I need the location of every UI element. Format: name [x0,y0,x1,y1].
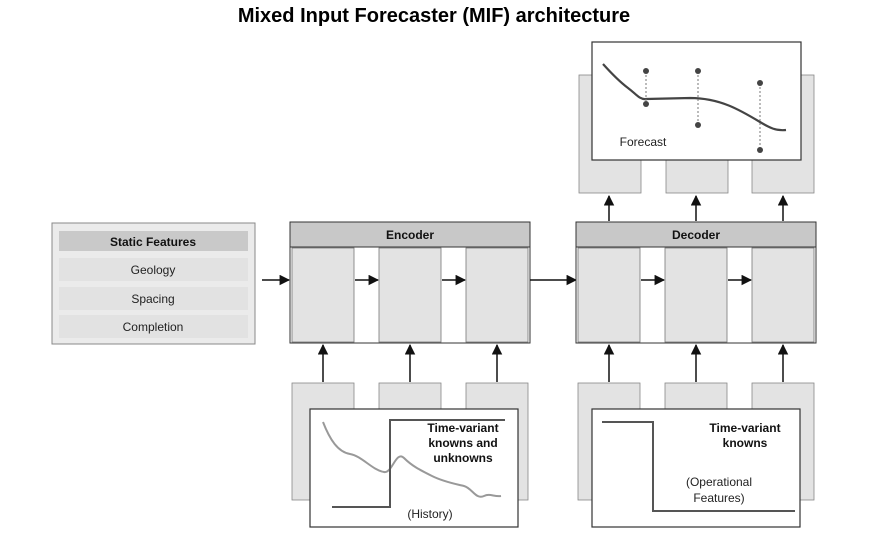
forecast-interval-dot [695,68,701,74]
encoder-cell [291,247,355,343]
static-feature-geology: Geology [131,263,176,277]
future-panel [591,408,801,528]
diagram-title: Mixed Input Forecaster (MIF) architectur… [238,5,630,27]
decoder-cell [664,247,728,343]
static-features-panel: Static Features Geology Spacing Completi… [51,222,256,345]
future-caption-2: Features) [693,491,744,505]
static-feature-completion: Completion [123,320,184,334]
decoder-block: Decoder [575,221,817,344]
encoder-block: Encoder [289,221,531,344]
future-input-stack: Time-variant knowns (Operational Feature… [577,382,815,528]
forecast-panel [591,41,802,161]
future-input-label-2: knowns [723,436,768,450]
static-features-header-label: Static Features [110,235,196,249]
forecast-interval-dot [695,122,701,128]
encoder-label: Encoder [386,228,434,242]
encoder-cell [465,247,529,343]
history-input-stack: Time-variant knowns and unknowns (Histor… [291,382,529,528]
decoder-label: Decoder [672,228,720,242]
forecast-label: Forecast [620,135,667,149]
history-caption: (History) [407,507,452,521]
forecast-output-stack: Forecast [578,41,815,194]
history-input-label-3: unknowns [433,451,493,465]
decoder-header [575,221,817,248]
forecast-interval-dot [757,80,763,86]
future-caption-1: (Operational [686,475,752,489]
encoder-header [289,221,531,248]
history-input-label-1: Time-variant [427,421,498,435]
static-feature-row [59,315,248,338]
forecast-interval-dot [643,101,649,107]
forecast-curve [602,63,787,132]
future-input-label-1: Time-variant [709,421,780,435]
future-known-step [602,421,795,512]
forecast-interval-dot [757,147,763,153]
history-unknown-curve [322,421,502,498]
history-known-step [332,419,505,508]
static-feature-row [59,287,248,310]
history-input-label-2: knowns and [428,436,497,450]
decoder-cell [751,247,815,343]
forecast-interval-dot [643,68,649,74]
encoder-cell [378,247,442,343]
static-feature-row [59,258,248,281]
static-feature-spacing: Spacing [131,292,174,306]
decoder-cell [577,247,641,343]
static-features-header [59,231,248,251]
